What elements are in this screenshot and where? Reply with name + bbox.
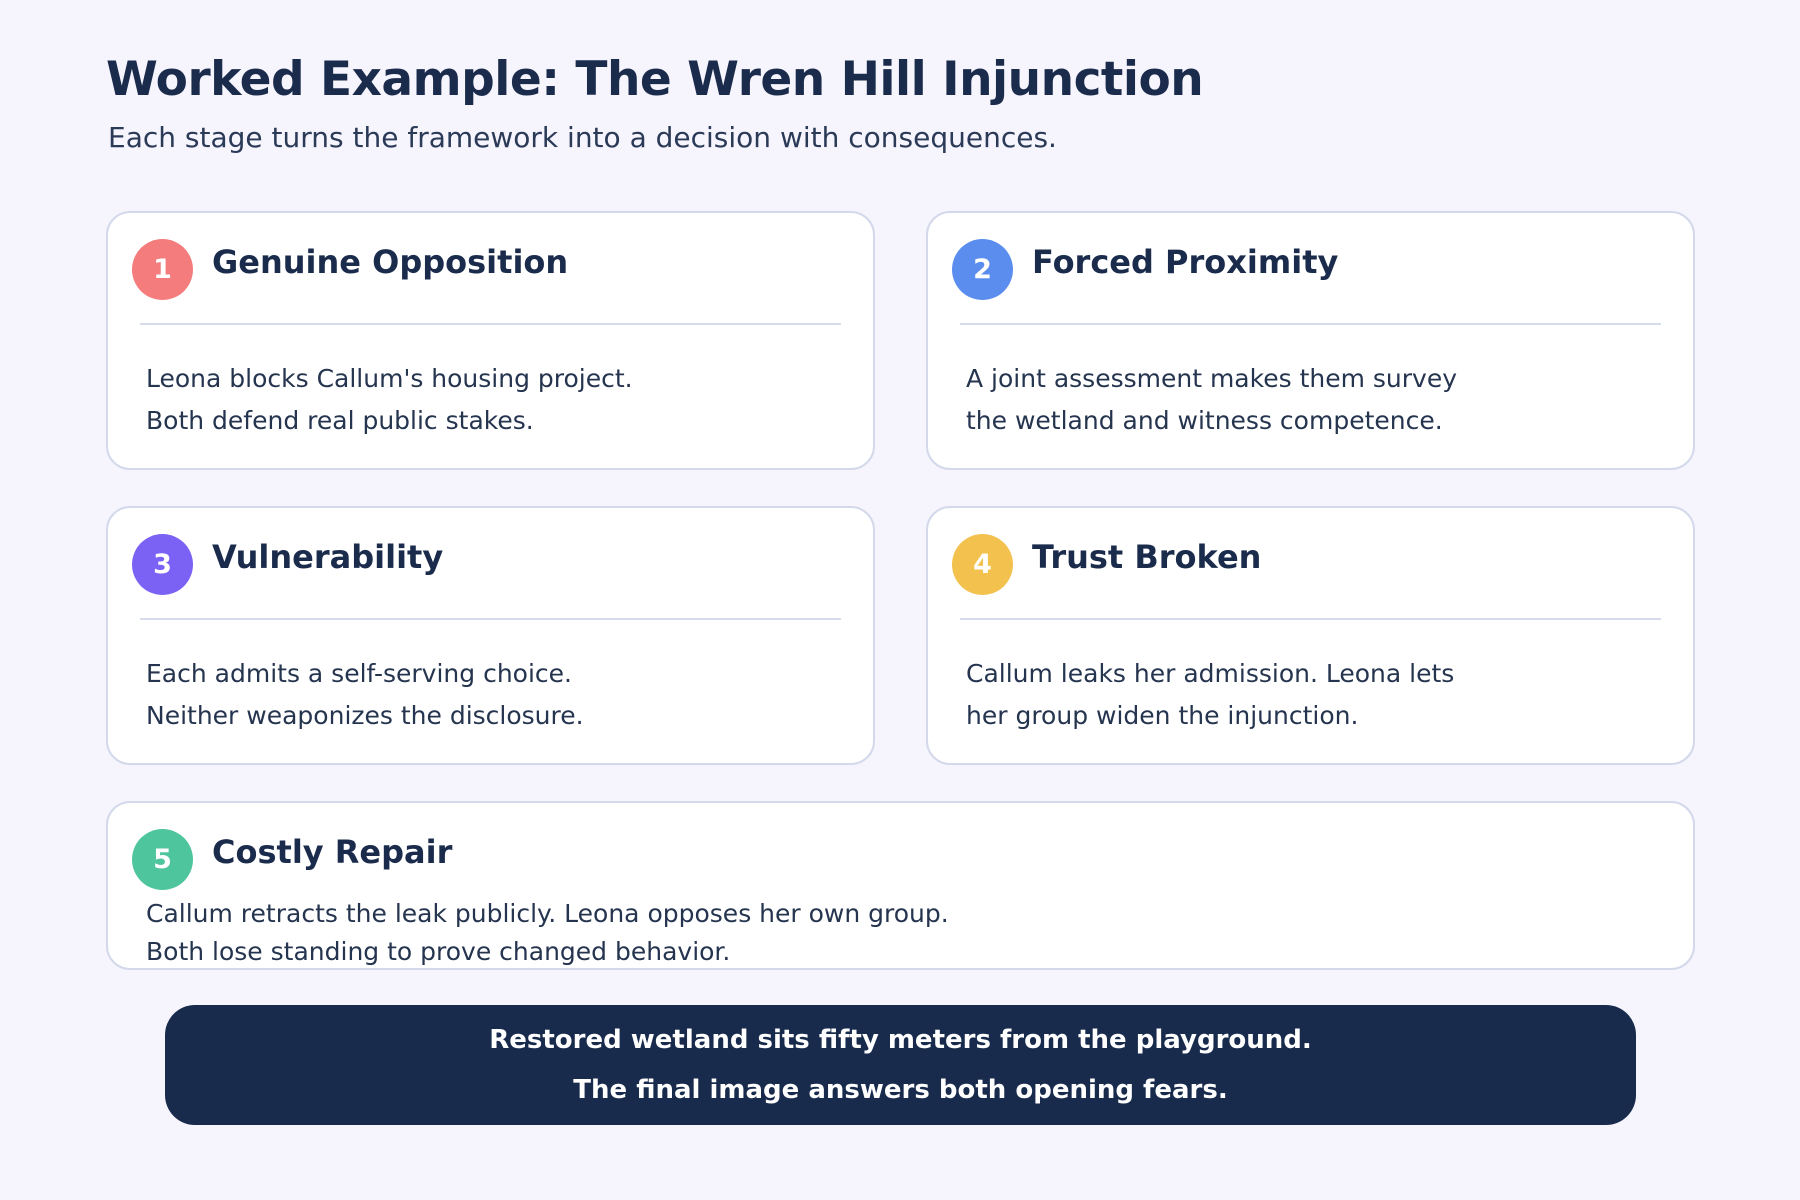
description-line: Each admits a self-serving choice. <box>146 659 572 688</box>
stage-description: A joint assessment makes them survey the… <box>966 358 1457 442</box>
description-line: Both defend real public stakes. <box>146 406 534 435</box>
stage-card-3: 3 Vulnerability Each admits a self-servi… <box>106 506 875 765</box>
stage-title: Costly Repair <box>212 833 453 871</box>
stage-description: Each admits a self-serving choice. Neith… <box>146 653 584 737</box>
description-line: the wetland and witness competence. <box>966 406 1443 435</box>
card-divider <box>960 618 1661 620</box>
stage-description: Callum retracts the leak publicly. Leona… <box>146 895 949 971</box>
stage-number-badge: 2 <box>952 239 1013 300</box>
page-title: Worked Example: The Wren Hill Injunction <box>106 52 1204 107</box>
card-divider <box>960 323 1661 325</box>
stage-card-1: 1 Genuine Opposition Leona blocks Callum… <box>106 211 875 470</box>
card-divider <box>140 618 841 620</box>
description-line: her group widen the injunction. <box>966 701 1359 730</box>
description-line: Callum retracts the leak publicly. Leona… <box>146 899 949 928</box>
stage-title: Genuine Opposition <box>212 243 569 281</box>
stage-number-badge: 4 <box>952 534 1013 595</box>
description-line: Leona blocks Callum's housing project. <box>146 364 633 393</box>
stage-card-5: 5 Costly Repair Callum retracts the leak… <box>106 801 1695 970</box>
description-line: Callum leaks her admission. Leona lets <box>966 659 1455 688</box>
page-subtitle: Each stage turns the framework into a de… <box>108 121 1057 154</box>
card-divider <box>140 323 841 325</box>
banner-line: The final image answers both opening fea… <box>573 1075 1228 1105</box>
stage-description: Callum leaks her admission. Leona lets h… <box>966 653 1454 737</box>
stage-card-2: 2 Forced Proximity A joint assessment ma… <box>926 211 1695 470</box>
stage-title: Vulnerability <box>212 538 444 576</box>
description-line: Both lose standing to prove changed beha… <box>146 937 731 966</box>
stage-card-4: 4 Trust Broken Callum leaks her admissio… <box>926 506 1695 765</box>
description-line: A joint assessment makes them survey <box>966 364 1458 393</box>
stage-number-badge: 5 <box>132 829 193 890</box>
stage-number-badge: 3 <box>132 534 193 595</box>
stage-title: Trust Broken <box>1032 538 1262 576</box>
stage-number-badge: 1 <box>132 239 193 300</box>
banner-line: Restored wetland sits fifty meters from … <box>489 1025 1312 1055</box>
conclusion-banner: Restored wetland sits fifty meters from … <box>165 1005 1636 1125</box>
description-line: Neither weaponizes the disclosure. <box>146 701 584 730</box>
stage-description: Leona blocks Callum's housing project. B… <box>146 358 633 442</box>
stage-title: Forced Proximity <box>1032 243 1339 281</box>
